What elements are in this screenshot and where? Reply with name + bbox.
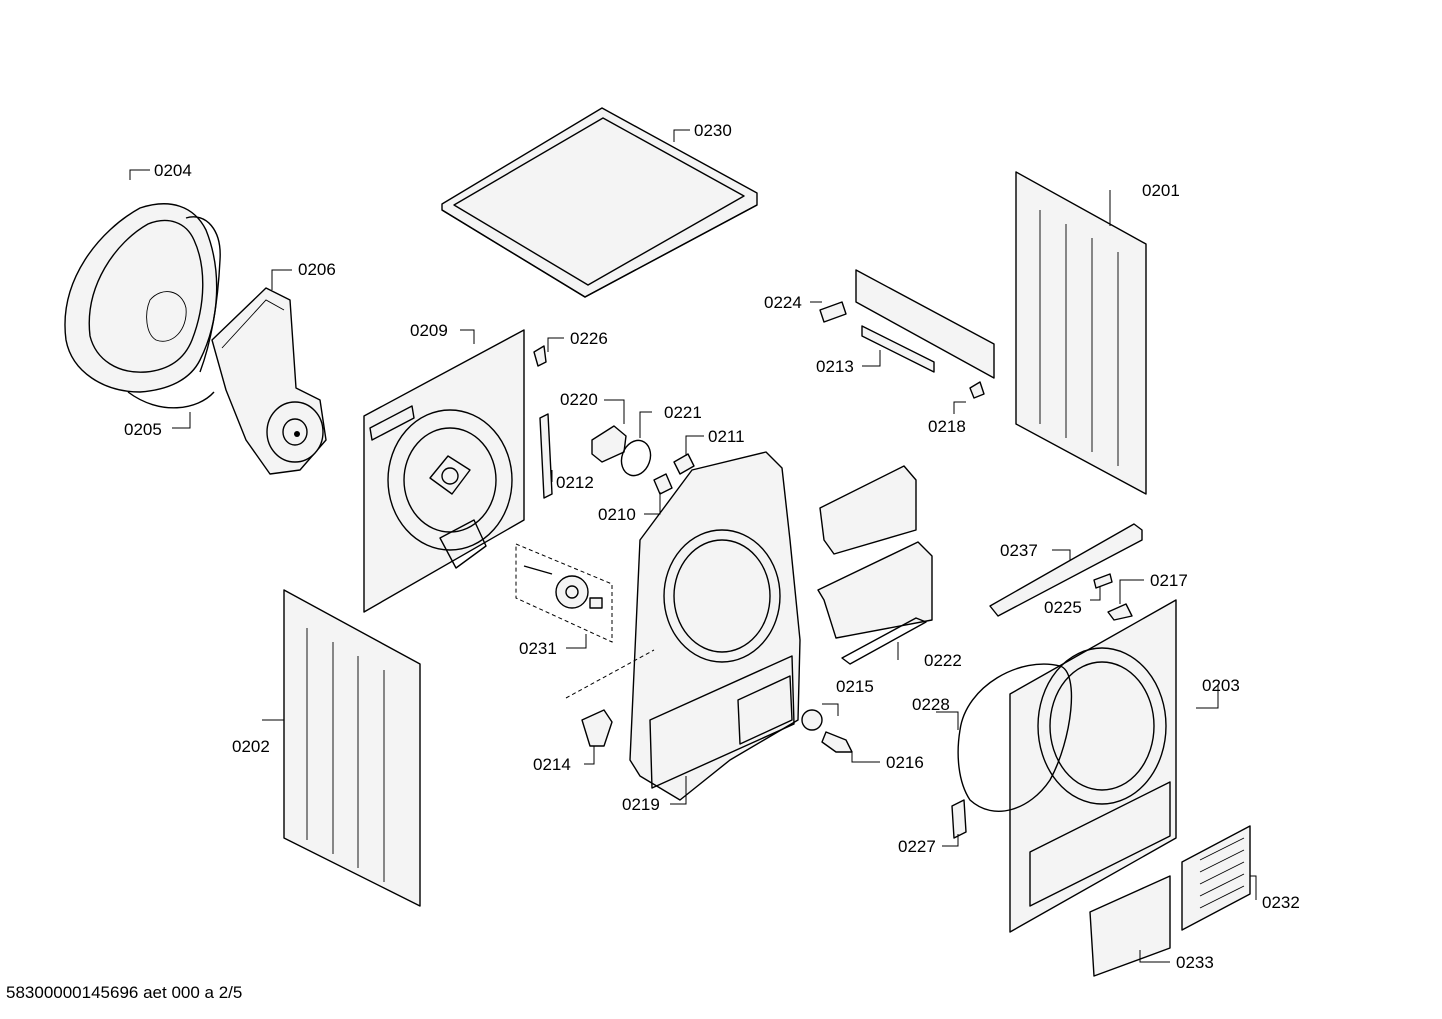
part-0227-latch[interactable] xyxy=(951,799,967,839)
part-0218-clip[interactable] xyxy=(969,381,985,399)
part-0205-seal-ring[interactable] xyxy=(127,216,221,409)
label-0228: 0228 xyxy=(912,695,950,714)
label-0237: 0237 xyxy=(1000,541,1038,560)
label-0218: 0218 xyxy=(928,417,966,436)
part-0233-plinth-cover[interactable] xyxy=(1089,875,1171,977)
part-0204-rear-seal-frame[interactable] xyxy=(64,203,218,393)
part-0226-clip[interactable] xyxy=(533,345,547,367)
label-0201: 0201 xyxy=(1142,181,1180,200)
part-0221-o-ring[interactable] xyxy=(617,436,656,479)
part-0203-front-panel[interactable] xyxy=(1009,599,1177,933)
label-0224: 0224 xyxy=(764,293,802,312)
label-0206: 0206 xyxy=(298,260,336,279)
label-0204: 0204 xyxy=(154,161,192,180)
label-0221: 0221 xyxy=(664,403,702,422)
part-0222-fluff-filter[interactable] xyxy=(817,465,933,665)
part-0230-top-cover[interactable] xyxy=(441,107,758,298)
label-0233: 0233 xyxy=(1176,953,1214,972)
part-0237-rail[interactable] xyxy=(989,523,1143,617)
label-0226: 0226 xyxy=(570,329,608,348)
part-0225-clip[interactable] xyxy=(1093,573,1113,589)
callout-labels: 0230 0204 0206 0205 0209 0226 0220 0221 … xyxy=(124,121,1300,972)
part-0216-switch[interactable] xyxy=(821,731,853,753)
part-0228-door-seal[interactable] xyxy=(957,663,1073,812)
label-0211: 0211 xyxy=(708,427,745,446)
part-0217-bracket[interactable] xyxy=(1107,603,1133,621)
part-0231-pulley-set[interactable] xyxy=(515,543,613,643)
label-0202: 0202 xyxy=(232,737,270,756)
label-0225: 0225 xyxy=(1044,598,1082,617)
part-0213-control-module[interactable] xyxy=(855,269,995,379)
leader-lines xyxy=(129,129,1257,963)
label-0231: 0231 xyxy=(519,639,557,658)
part-0209-rear-panel[interactable] xyxy=(363,329,525,613)
label-0230: 0230 xyxy=(694,121,732,140)
label-0203: 0203 xyxy=(1202,676,1240,695)
part-0211-connector[interactable] xyxy=(673,453,695,475)
label-0219: 0219 xyxy=(622,795,660,814)
label-0216: 0216 xyxy=(886,753,924,772)
part-0206-fan-housing[interactable] xyxy=(211,287,327,475)
part-0219-main-frame[interactable] xyxy=(629,451,801,801)
part-0224-connector[interactable] xyxy=(819,301,847,323)
part-0214-bracket[interactable] xyxy=(565,649,655,747)
label-0222: 0222 xyxy=(924,651,962,670)
label-0227: 0227 xyxy=(898,837,936,856)
label-0232: 0232 xyxy=(1262,893,1300,912)
part-0202-side-panel[interactable] xyxy=(283,589,421,907)
part-0220-heater-cover[interactable] xyxy=(591,425,627,463)
label-0213: 0213 xyxy=(816,357,854,376)
label-0217: 0217 xyxy=(1150,571,1188,590)
label-0215: 0215 xyxy=(836,677,874,696)
label-0209: 0209 xyxy=(410,321,448,340)
label-0212: 0212 xyxy=(556,473,594,492)
label-0220: 0220 xyxy=(560,390,598,409)
label-0214: 0214 xyxy=(533,755,571,774)
part-0232-grille[interactable] xyxy=(1181,825,1251,931)
part-0201-side-panel[interactable] xyxy=(1015,171,1147,495)
part-0212-sensor-strip[interactable] xyxy=(539,413,553,499)
document-footer-code: 58300000145696 aet 000 a 2/5 xyxy=(6,983,242,1002)
part-0210-fitting[interactable] xyxy=(653,473,673,495)
label-0210: 0210 xyxy=(598,505,636,524)
part-0215-knob[interactable] xyxy=(801,709,823,731)
label-0205: 0205 xyxy=(124,420,162,439)
